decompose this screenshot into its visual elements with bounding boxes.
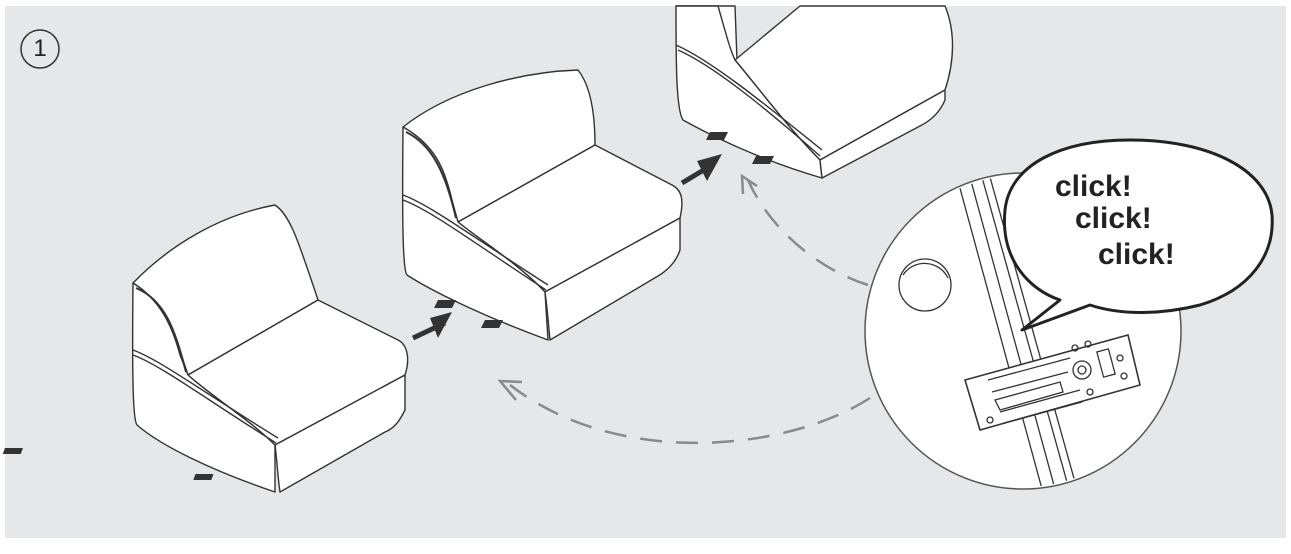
sofa-module-right <box>676 6 953 178</box>
dashed-arrow-upper <box>748 180 868 285</box>
sofa-module-middle <box>403 70 682 340</box>
click-text-3: click! <box>1098 240 1175 270</box>
dashed-arrow-lower <box>510 385 870 443</box>
arrow-solid-upper <box>682 154 722 183</box>
arrow-solid-lower <box>413 312 452 338</box>
click-text-1: click! <box>1055 172 1132 202</box>
sofa-module-left <box>133 205 408 492</box>
step-number: 1 <box>20 29 60 69</box>
click-text-2: click! <box>1075 204 1152 234</box>
